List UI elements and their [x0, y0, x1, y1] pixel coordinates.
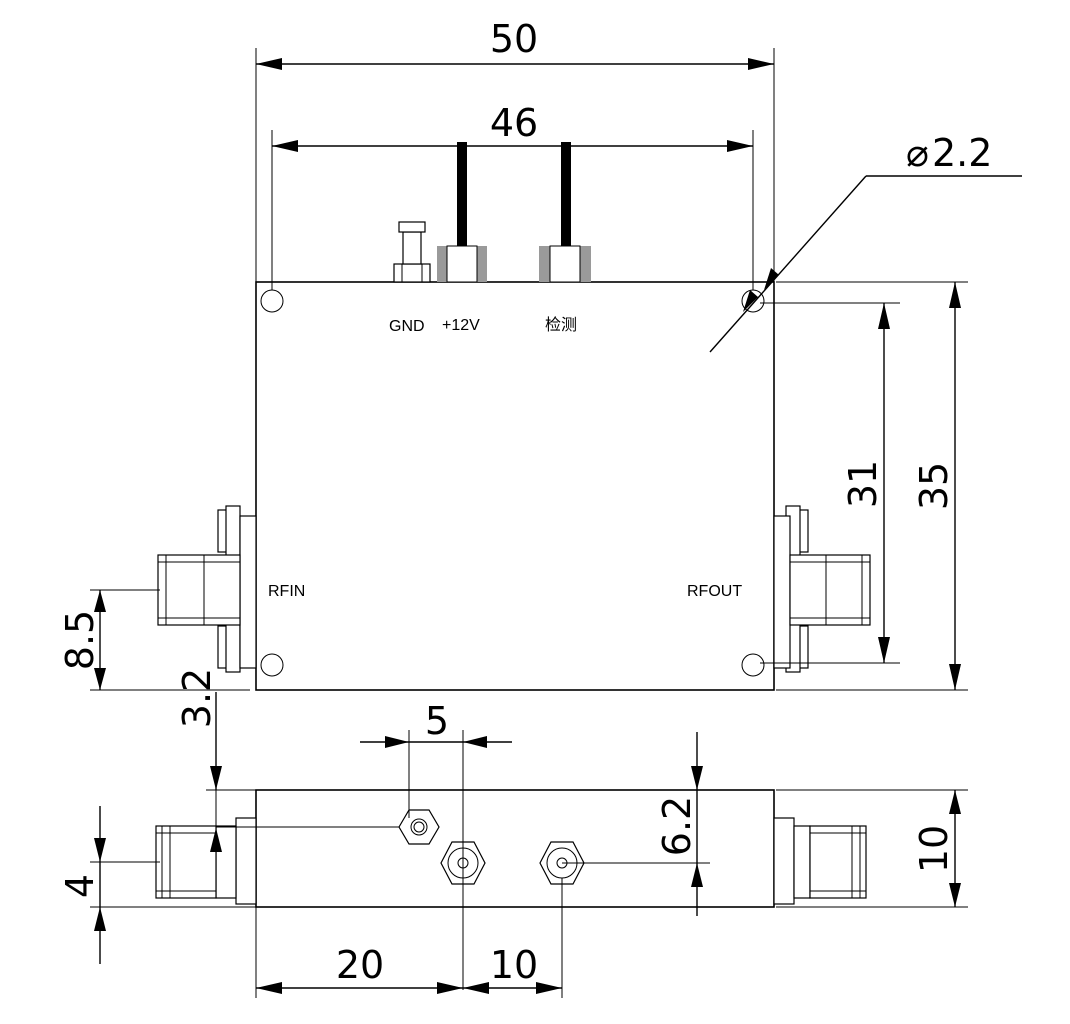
dim-overall-width-text: 50 [490, 17, 538, 61]
dim-hole-diameter-symbol: ⌀ [906, 131, 929, 175]
power-feedthrough [437, 142, 487, 283]
dim-side-height-text: 10 [912, 825, 956, 873]
dim-rf-side-height: 4 [58, 806, 256, 964]
power-label: +12V [442, 317, 480, 334]
dim-hole-diameter-text: 2.2 [932, 131, 992, 175]
dim-connector-height-offset: 6.2 [574, 732, 710, 916]
dim-hole-pitch-vertical: 31 [760, 302, 900, 664]
dim-connector-spacing-top: 5 [360, 699, 512, 990]
dim-rf-side-offset: 3.2 [175, 668, 256, 890]
mounting-hole-bottom-right [741, 653, 765, 677]
dim-hole-diameter: ⌀ 2.2 [709, 131, 1022, 353]
dim-connector-position: 20 10 [255, 878, 563, 998]
rf-out-connector-top [773, 505, 871, 673]
dim-side-height: 10 [776, 789, 968, 908]
dim-hole-pitch-vertical-text: 31 [841, 460, 885, 508]
dim-overall-height-text: 35 [912, 462, 956, 510]
dim-hole-spacing: 46 [271, 101, 754, 290]
dim-overall-width: 50 [255, 17, 775, 282]
gnd-terminal [393, 221, 431, 283]
dim-connector-spacing-bottom-text: 10 [490, 943, 538, 987]
top-view: GND +12V 检测 RFIN RFOUT [157, 142, 871, 691]
dim-rf-side-offset-text: 3.2 [175, 668, 219, 728]
rf-in-label: RFIN [268, 583, 305, 600]
side-view [155, 789, 867, 908]
mounting-hole-bottom-left [260, 653, 284, 677]
dim-connector-height-offset-text: 6.2 [655, 796, 699, 856]
dim-hole-spacing-text: 46 [490, 101, 538, 145]
dim-connector-spacing-top-text: 5 [425, 699, 449, 743]
gnd-label: GND [389, 318, 425, 335]
detect-label: 检测 [545, 315, 577, 334]
rf-out-connector-side [773, 817, 867, 905]
dimension-lines: 50 46 ⌀ 2.2 31 [58, 17, 1022, 998]
rf-in-connector-side [155, 817, 257, 905]
rf-in-connector-top [157, 505, 257, 673]
module-body-top [255, 281, 775, 691]
module-body-side [255, 789, 775, 908]
dim-rf-center-offset: 8.5 [58, 589, 250, 691]
rf-out-label: RFOUT [687, 583, 742, 600]
detect-feedthrough [539, 142, 591, 283]
dim-overall-height: 35 [776, 281, 968, 691]
dim-rf-side-height-text: 4 [58, 874, 102, 898]
dim-connector-position-text: 20 [336, 943, 384, 987]
dim-rf-center-offset-text: 8.5 [58, 610, 102, 670]
